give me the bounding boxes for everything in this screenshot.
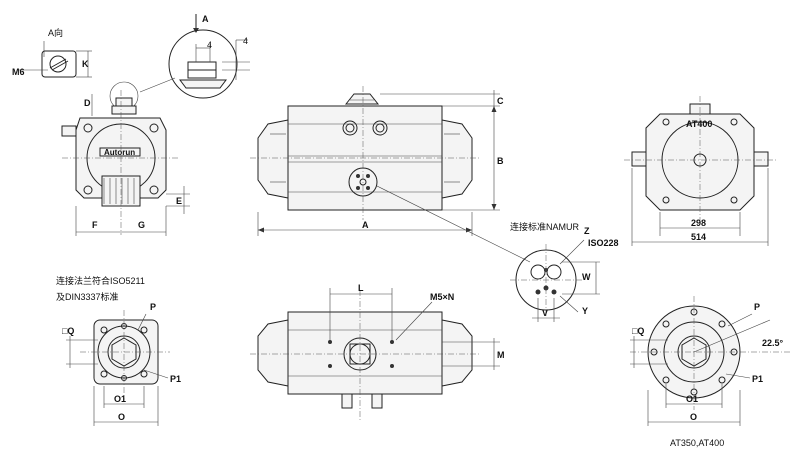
f-label: F — [92, 220, 98, 230]
c-label: C — [497, 96, 504, 106]
iso228-label: ISO228 — [588, 238, 619, 248]
hatch-area — [103, 178, 135, 204]
front-view: D Autorun E F G — [61, 90, 190, 236]
l-label: L — [358, 283, 364, 293]
left-o-label: O — [118, 412, 125, 422]
side-view: A C B — [250, 86, 504, 236]
angle-label: 22.5° — [762, 338, 784, 348]
right-o1-label: O1 — [686, 394, 698, 404]
left-o1-label: O1 — [114, 394, 126, 404]
dim-514: 514 — [691, 232, 706, 242]
flange-title-2: 及DIN3337标准 — [56, 291, 119, 302]
left-p1-label: P1 — [170, 374, 181, 384]
right-o-label: O — [690, 412, 697, 422]
side-a-label: A — [362, 220, 369, 230]
flange-title-1: 连接法兰符合ISO5211 — [56, 275, 145, 286]
flange-left: 连接法兰符合ISO5211 及DIN3337标准 □Q P P1 O1 O — [56, 275, 181, 426]
a-direction-label: A向 — [48, 27, 63, 38]
brand-label: Autorun — [104, 148, 135, 157]
end-view: AT400 298 514 — [624, 96, 776, 246]
w-label: W — [582, 272, 591, 282]
models-label: AT350,AT400 — [670, 438, 724, 448]
k-label: K — [82, 59, 89, 69]
m6-label: M6 — [12, 67, 25, 77]
z-label: Z — [584, 226, 590, 236]
m-label: M — [497, 350, 505, 360]
detail-view: A 4 4 — [168, 14, 250, 99]
bottom-cylinder — [287, 311, 443, 395]
detail-dim-4-left: 4 — [207, 40, 212, 50]
e-label: E — [176, 196, 182, 206]
end-model-label: AT400 — [686, 119, 712, 129]
detail-dim-4-right: 4 — [243, 36, 248, 46]
m5n-label: M5×N — [430, 292, 454, 302]
right-p-label: P — [754, 302, 760, 312]
right-q-label: □Q — [632, 326, 644, 336]
d-label: D — [84, 98, 91, 108]
detail-circle — [168, 29, 238, 99]
v-label: V — [542, 308, 548, 318]
b-label: B — [497, 156, 504, 166]
namur-detail: 连接标准NAMUR Z ISO228 W V Y — [376, 185, 619, 322]
shaft-square — [41, 50, 77, 78]
bottom-view: L M5×N M — [250, 283, 505, 420]
left-end-cap — [257, 119, 289, 199]
a-direction-view: A向 M6 K — [12, 27, 92, 78]
namur-title: 连接标准NAMUR — [510, 221, 579, 232]
left-p-label: P — [150, 302, 156, 312]
right-p1-label: P1 — [752, 374, 763, 384]
y-label: Y — [582, 306, 588, 316]
dim-298: 298 — [691, 218, 706, 228]
g-label: G — [138, 220, 145, 230]
left-q-label: □Q — [62, 326, 74, 336]
detail-a-label: A — [202, 14, 209, 24]
flange-right: □Q P 22.5° P1 O1 O AT350,AT400 — [630, 296, 790, 448]
right-end-cap — [441, 119, 473, 199]
